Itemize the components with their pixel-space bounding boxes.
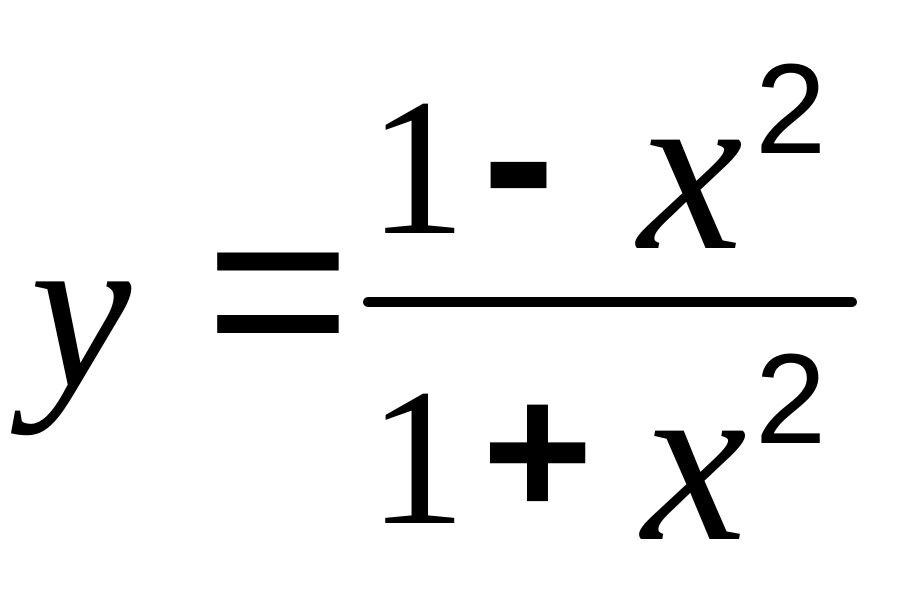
fraction-bar — [363, 297, 857, 307]
denominator-constant-one: 1 — [368, 349, 466, 566]
equals-sign: = — [205, 149, 351, 428]
numerator-constant-one: 1 — [368, 59, 466, 276]
formula-canvas: y = 1 - x 2 1 + x 2 — [30, 33, 857, 579]
denominator-exponent-two: 2 — [755, 328, 827, 471]
denominator-variable-x: x — [642, 330, 747, 591]
numerator-exponent-two: 2 — [755, 38, 827, 181]
numerator-variable-x: x — [638, 39, 743, 300]
lhs-variable-y: y — [30, 184, 132, 436]
denominator-plus-sign: + — [482, 345, 593, 557]
numerator-minus-sign: - — [482, 33, 556, 279]
